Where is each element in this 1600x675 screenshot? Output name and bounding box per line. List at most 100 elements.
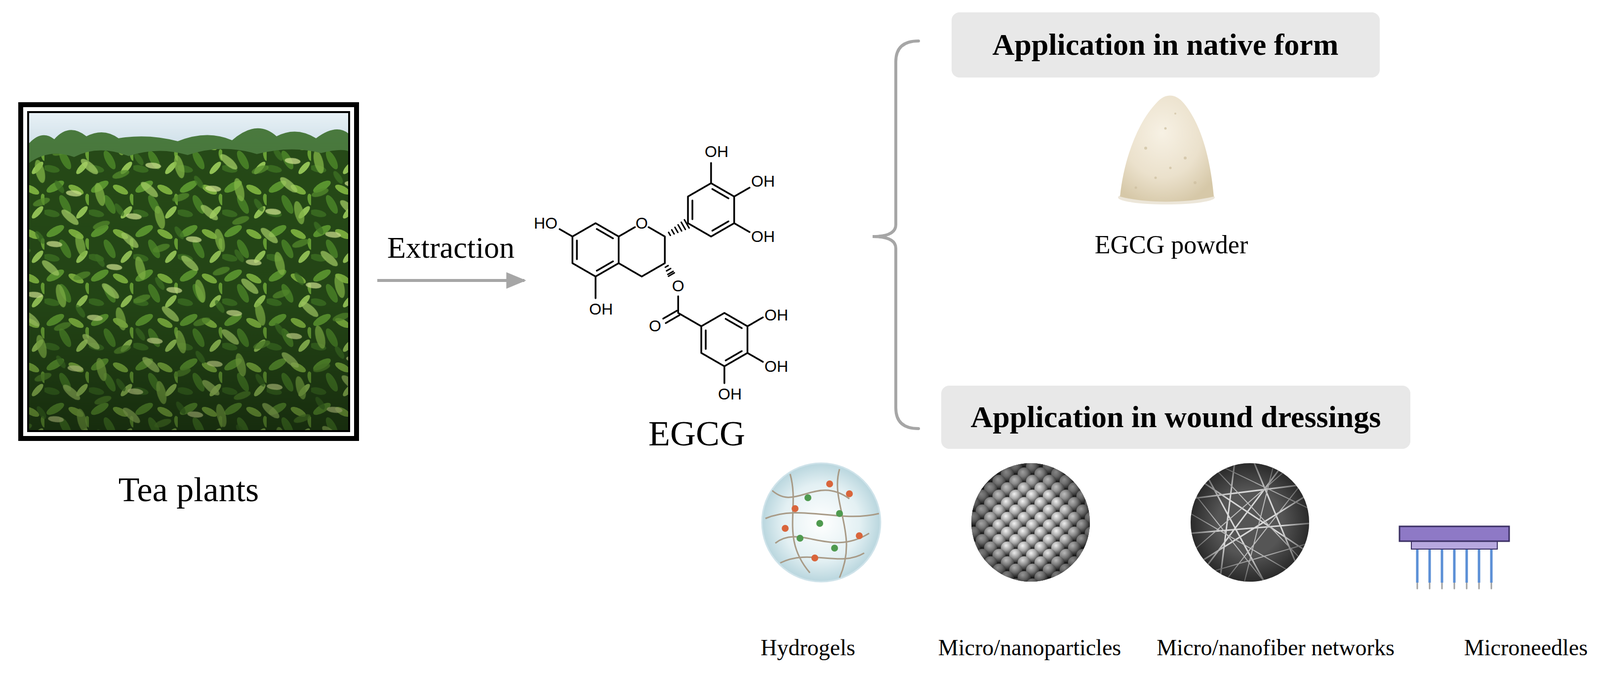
- photo-node: Tea plants: [18, 102, 360, 510]
- egcg-structure: [692, 189, 729, 231]
- category-box: Application in native form: [951, 12, 1380, 78]
- tea-photo: [23, 107, 355, 437]
- image-caption: Microneedles: [1464, 635, 1588, 662]
- box-title: Application in native form: [992, 27, 1339, 63]
- label-holder: OH: [704, 142, 729, 161]
- image-caption: Tea plants: [118, 470, 260, 511]
- atom-label: O: [648, 317, 662, 336]
- bracket: [872, 40, 919, 429]
- microneedle-icon: [1399, 526, 1510, 542]
- hydrogel-image: [765, 512, 880, 519]
- atom-label: OH: [764, 306, 789, 325]
- atom-label: OH: [751, 172, 775, 191]
- powder-image: [1134, 112, 1198, 190]
- nanofiber-image: [1190, 463, 1310, 583]
- hydrogel-image: [780, 553, 865, 563]
- molecule-node: EGCG: [525, 140, 791, 454]
- label-holder: OH: [589, 300, 613, 319]
- atom-label: OH: [764, 357, 789, 376]
- category-box: Application in wound dressings: [941, 385, 1411, 449]
- nanoparticle-image: [971, 463, 1090, 582]
- nanoparticle-image: [971, 463, 1090, 582]
- microneedle-icon: [1411, 541, 1498, 550]
- powder-image: [1164, 127, 1167, 130]
- powder-image: [1144, 146, 1148, 150]
- egcg-structure: [618, 227, 666, 277]
- egcg-structure: [663, 310, 680, 323]
- tea-photo: [18, 102, 360, 441]
- powder-image: [1120, 95, 1214, 202]
- image-caption: Micro/nanofiber networks: [1156, 635, 1395, 662]
- hydrogel-image: [816, 520, 824, 527]
- atom-label: OH: [704, 142, 729, 161]
- label-holder: OH: [764, 306, 789, 325]
- hydrogel-image: [775, 533, 870, 544]
- nanoparticle-image: [971, 463, 1090, 582]
- image-caption: EGCG: [648, 413, 746, 455]
- label-holder: O: [635, 214, 648, 233]
- powder-image: [1118, 95, 1215, 205]
- image-node: Microneedles: [1397, 525, 1588, 661]
- egcg-structure: [678, 296, 702, 327]
- atom-label: OH: [751, 227, 775, 246]
- label-holder: OH: [751, 172, 775, 191]
- nanofiber-image: [1190, 463, 1310, 582]
- microneedle-icon: [1417, 549, 1492, 583]
- egcg-structure: [668, 219, 690, 236]
- microneedle-icon: [1417, 549, 1492, 583]
- powder-image: [1193, 181, 1197, 185]
- microneedle-icon: [1417, 581, 1492, 589]
- egcg-structure: [572, 223, 619, 277]
- hydrogel-image: [791, 505, 799, 513]
- tea-photo: [18, 102, 360, 441]
- image-caption: Hydrogels: [760, 635, 856, 662]
- flow-arrow: [377, 279, 525, 282]
- hydrogel-image: [831, 544, 839, 552]
- image-node: Micro/nanofiber networks: [1156, 463, 1395, 661]
- egcg-structure: [665, 265, 675, 277]
- atom-label: OH: [718, 385, 742, 404]
- connectors: [377, 280, 525, 281]
- image-caption: EGCG powder: [1094, 230, 1249, 260]
- label-holder: OH: [751, 227, 775, 246]
- egcg-structure: [705, 319, 742, 361]
- hydrogel-image: [796, 534, 804, 542]
- edge-label: Extraction: [387, 230, 515, 266]
- microneedle-icon: [1417, 581, 1492, 589]
- edge-label-holder: Extraction: [387, 230, 515, 266]
- image-node: EGCG powder: [1094, 86, 1249, 260]
- atom-label: O: [635, 214, 648, 233]
- nanofiber-image: [1190, 463, 1310, 583]
- nanofiber-image: [1190, 463, 1310, 582]
- image-caption: Micro/nanoparticles: [938, 635, 1121, 662]
- hydrogel-image: [761, 463, 881, 582]
- powder-image: [1169, 166, 1172, 170]
- nanofiber-image: [1190, 463, 1310, 582]
- egcg-structure: [701, 313, 748, 367]
- nanofiber-image: [1190, 463, 1310, 583]
- hydrogel-image: [761, 463, 881, 582]
- powder-image: [1174, 112, 1177, 115]
- label-holder: OH: [764, 357, 789, 376]
- hydrogel-image: [804, 494, 812, 502]
- hydrogel-image: [796, 494, 843, 552]
- label-holder: O: [648, 317, 662, 336]
- hydrogel-image: [765, 469, 880, 578]
- tea-photo: [29, 113, 349, 431]
- atom-label: HO: [533, 214, 558, 233]
- tea-photo: [27, 111, 351, 433]
- hydrogel-image: [826, 480, 834, 488]
- atom-label: OH: [589, 300, 613, 319]
- tea-photo: [29, 113, 349, 431]
- powder-image: [1154, 176, 1158, 180]
- egcg-structure: [687, 183, 735, 237]
- atom-label: O: [672, 277, 685, 296]
- hydrogel-image: [761, 463, 881, 582]
- nanoparticle-image: [971, 463, 1090, 582]
- egcg-structure: [559, 162, 763, 384]
- hydrogel-image: [781, 524, 789, 532]
